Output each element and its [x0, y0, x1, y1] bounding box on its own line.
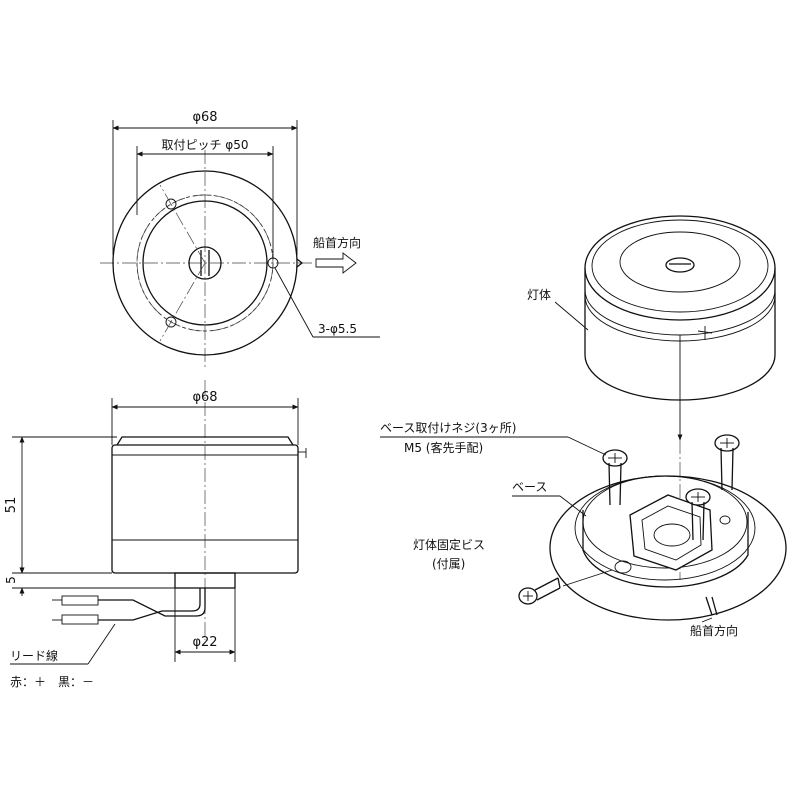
side-dia-body-label: φ68	[192, 390, 217, 405]
top-dia-outer-label: φ68	[192, 110, 217, 125]
hex-boss	[629, 494, 713, 571]
polarity-label: 赤：＋ 黒：－	[10, 675, 94, 689]
inner-ring	[142, 200, 268, 326]
fix-screw	[518, 569, 613, 605]
top-cap	[116, 436, 294, 446]
base-height-label: 5	[4, 576, 18, 584]
mounting-hole	[165, 316, 177, 328]
fix-screw-label: 灯体固定ビス	[413, 537, 485, 552]
lamp-body-label: 灯体	[527, 288, 551, 302]
top-bow-direction-label: 船首方向	[313, 235, 361, 250]
base-screw-spec-label: M5 (客先手配)	[404, 440, 483, 455]
base-screw	[714, 434, 740, 491]
base-screw	[602, 449, 628, 506]
side-view: φ68 51 5 φ22 リード線 赤：＋ 黒：－	[4, 380, 307, 689]
center-cap	[188, 246, 222, 280]
holes-label: 3-φ5.5	[318, 322, 357, 336]
height-label: 51	[4, 497, 19, 514]
mount-pitch-label: 取付ピッチ φ50	[161, 138, 248, 152]
iso-bow-direction-label: 船首方向	[690, 623, 738, 638]
lead-wire-label: リード線	[10, 648, 58, 663]
base-iso	[549, 475, 787, 621]
stem-dia-label: φ22	[192, 635, 217, 650]
outer-rim	[112, 170, 298, 356]
base-screw	[685, 488, 711, 541]
lamp-body-iso	[584, 215, 776, 401]
fix-screw-note-label: (付属)	[432, 557, 465, 571]
iso-view: 灯体	[380, 215, 787, 638]
base-label: ベース	[512, 480, 547, 494]
top-view: φ68 取付ピッチ φ50 船首方向 3-φ5.5	[100, 110, 380, 370]
base-screw-label: ベース取付けネジ(3ヶ所)	[380, 421, 516, 435]
mounting-hole	[165, 198, 177, 210]
